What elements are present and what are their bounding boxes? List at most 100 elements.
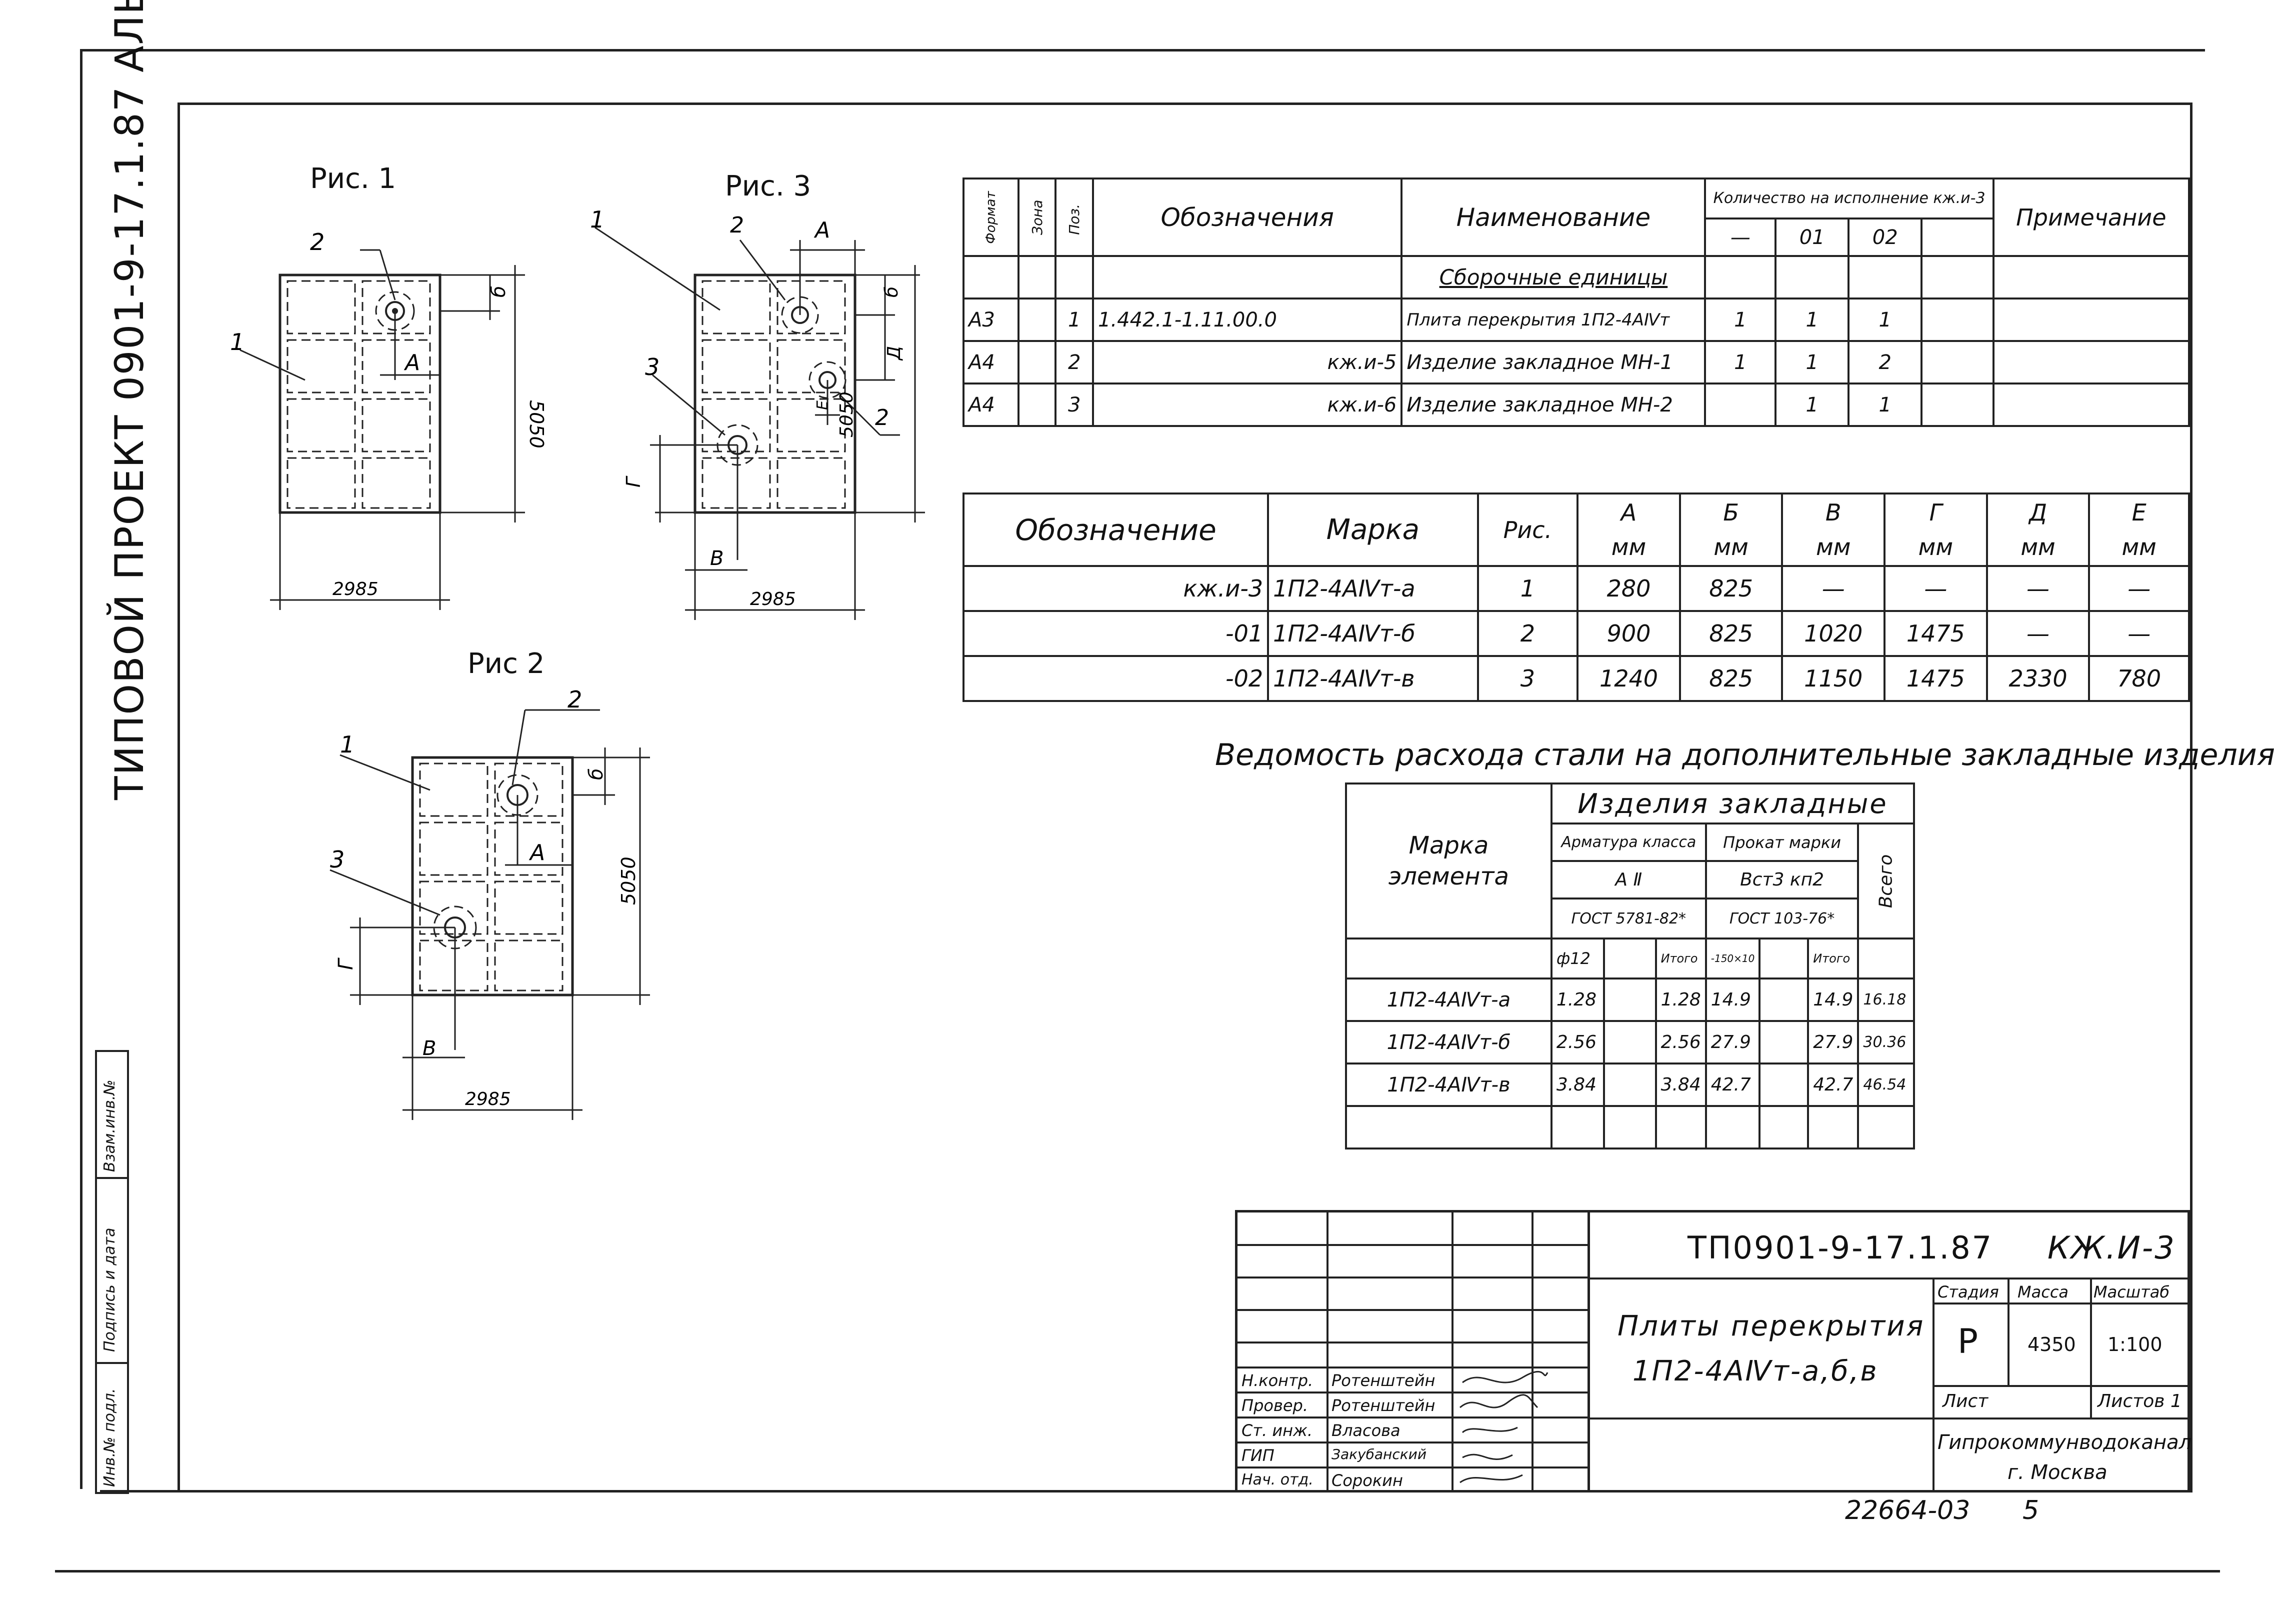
dims-cell: 825 (1678, 610, 1784, 657)
fig2-dim-a: А (528, 840, 545, 866)
spec-cell (1992, 340, 2190, 384)
steel-h-total: Всего (1876, 854, 1896, 908)
dims-cell: 1240 (1576, 655, 1681, 702)
dims-cell: -02 (962, 655, 1270, 702)
dims-cell: 1 (1476, 565, 1579, 612)
spec-h-qty-3 (1920, 218, 1994, 257)
spec-h-name: Наименование (1400, 178, 1706, 257)
steel-h-sub: -150×10 (1704, 938, 1761, 980)
fig3-dim-v: В (710, 547, 724, 570)
spec-cell: 2 (1054, 340, 1094, 384)
dims-h-unit: мм (2020, 533, 2056, 560)
spec-cell: кж.и-6 (1092, 382, 1403, 427)
stage-value: Р (1958, 1322, 1978, 1362)
footer-page: 5 (2022, 1496, 2040, 1526)
steel-cell: 1П2-4АⅣт-а (1345, 978, 1552, 1022)
dims-cell: 1475 (1884, 610, 1988, 657)
steel-cell (1602, 1020, 1657, 1064)
fig3-width: 2985 (750, 589, 796, 610)
title-block: Н.контр. Ротенштейн Провер. Ротенштейн С… (1235, 1210, 2192, 1492)
steel-cell: 3.84 (1654, 1062, 1707, 1107)
dims-cell: 3 (1476, 655, 1579, 702)
steel-h-prok-cls: Вст3 кп2 (1704, 860, 1860, 900)
steel-cell (1758, 978, 1810, 1022)
steel-h-sub (1602, 938, 1657, 980)
signer-role: Н.контр. (1242, 1371, 1314, 1390)
dims-h-unit: мм (1611, 533, 1646, 560)
steel-cell: 42.7 (1704, 1062, 1761, 1107)
spec-cell: 2 (1848, 340, 1923, 384)
dims-cell: 2 (1476, 610, 1579, 657)
dims-h-des: Обозначение (962, 492, 1270, 567)
spec-cell: А4 (962, 382, 1020, 427)
dims-cell: 1П2-4АⅣт-б (1267, 610, 1479, 657)
spec-cell: кж.и-5 (1092, 340, 1403, 384)
fig1-pos2: 2 (310, 228, 324, 256)
sheets-header: Листов 1 (2098, 1391, 2182, 1412)
fig1-dim-b: б (488, 286, 510, 298)
dims-cell: 1П2-4АⅣт-в (1267, 655, 1479, 702)
dims-row: кж.и-3 1П2-4АⅣт-а 1 280 825 — — — — (962, 565, 2190, 612)
signer-role: Нач. отд. (1242, 1471, 1314, 1488)
spec-cell: 1 (1704, 340, 1777, 384)
spec-cell: Изделие закладное МН-1 (1400, 340, 1706, 384)
spec-h-pos: Поз. (1066, 204, 1083, 235)
steel-cell: 42.7 (1807, 1062, 1860, 1107)
spec-cell: Плита перекрытия 1П2-4АⅣт (1400, 298, 1706, 342)
signature-marks (1460, 1371, 1548, 1484)
scale-header: Масштаб (2094, 1282, 2170, 1302)
steel-h-prok: Прокат марки (1704, 822, 1860, 862)
signer-name: Ротенштейн (1332, 1371, 1436, 1390)
steel-table: Марка элемента Изделия закладные Арматур… (1345, 782, 1916, 1150)
signer-role: Ст. инж. (1242, 1421, 1313, 1440)
fig2-drawing: 2 1 3 А б 5050 Г В 2985 (330, 690, 650, 1120)
steel-cell: 27.9 (1807, 1020, 1860, 1064)
spec-cell (1017, 298, 1057, 342)
steel-row: 1П2-4АⅣт-а 1.28 1.28 14.9 14.9 16.18 (1345, 978, 1915, 1022)
steel-cell (1602, 1062, 1657, 1107)
signer-name: Ротенштейн (1332, 1396, 1436, 1415)
steel-h-prok-gost: ГОСТ 103-76* (1704, 898, 1860, 940)
steel-cell: 14.9 (1807, 978, 1860, 1022)
doc-code: ТП0901-9-17.1.87 (1688, 1230, 1994, 1266)
scale-value: 1:100 (2108, 1334, 2162, 1356)
spec-h-zone-cell: Зона (1017, 178, 1057, 257)
fig1-title: Рис. 1 (310, 162, 396, 195)
outer-frame-top (80, 49, 2205, 52)
org-city: г. Москва (2008, 1461, 2108, 1484)
product-name-1: Плиты перекрытия (1618, 1310, 1925, 1342)
spec-h-qty-1: 01 (1774, 218, 1850, 257)
signer-role: ГИП (1242, 1446, 1274, 1465)
fig2-pos2: 2 (568, 690, 582, 713)
steel-row: 1П2-4АⅣт-б 2.56 2.56 27.9 27.9 30.36 (1345, 1020, 1915, 1064)
steel-cell (1758, 1020, 1810, 1064)
spec-cell: 1 (1848, 382, 1923, 427)
spec-h-qty-0: — (1704, 218, 1777, 257)
spec-section: Сборочные единицы (1400, 255, 1706, 300)
dims-row: -02 1П2-4АⅣт-в 3 1240 825 1150 1475 2330… (962, 655, 2190, 702)
fig3-pos1: 1 (590, 210, 604, 233)
steel-row: 1П2-4АⅣт-в 3.84 3.84 42.7 42.7 46.54 (1345, 1062, 1915, 1107)
spec-cell (1920, 340, 1994, 384)
steel-h-sub: Итого (1654, 938, 1707, 980)
spec-h-zone: Зона (1028, 200, 1046, 235)
steel-cell: 27.9 (1704, 1020, 1761, 1064)
fig2-dim-v: В (422, 1037, 436, 1060)
dims-h-col-label: В (1825, 498, 1842, 526)
spec-cell: 1 (1054, 298, 1094, 342)
org-name: Гипрокоммунводоканал (1938, 1431, 2192, 1454)
spec-h-qty: Количество на исполнение кж.и-3 (1704, 178, 1994, 220)
fig1-width: 2985 (332, 579, 378, 600)
fig2-dim-g: Г (334, 958, 358, 970)
spec-cell (1992, 298, 2190, 342)
steel-cell: 16.18 (1857, 978, 1915, 1022)
steel-cell: 1.28 (1550, 978, 1605, 1022)
steel-cell (1602, 978, 1657, 1022)
spec-row: А4 2 кж.и-5 Изделие закладное МН-1 1 1 2 (962, 340, 2190, 384)
steel-h-sub (1758, 938, 1810, 980)
steel-h-group: Изделия закладные (1550, 782, 1916, 824)
signer-role: Провер. (1242, 1396, 1308, 1415)
